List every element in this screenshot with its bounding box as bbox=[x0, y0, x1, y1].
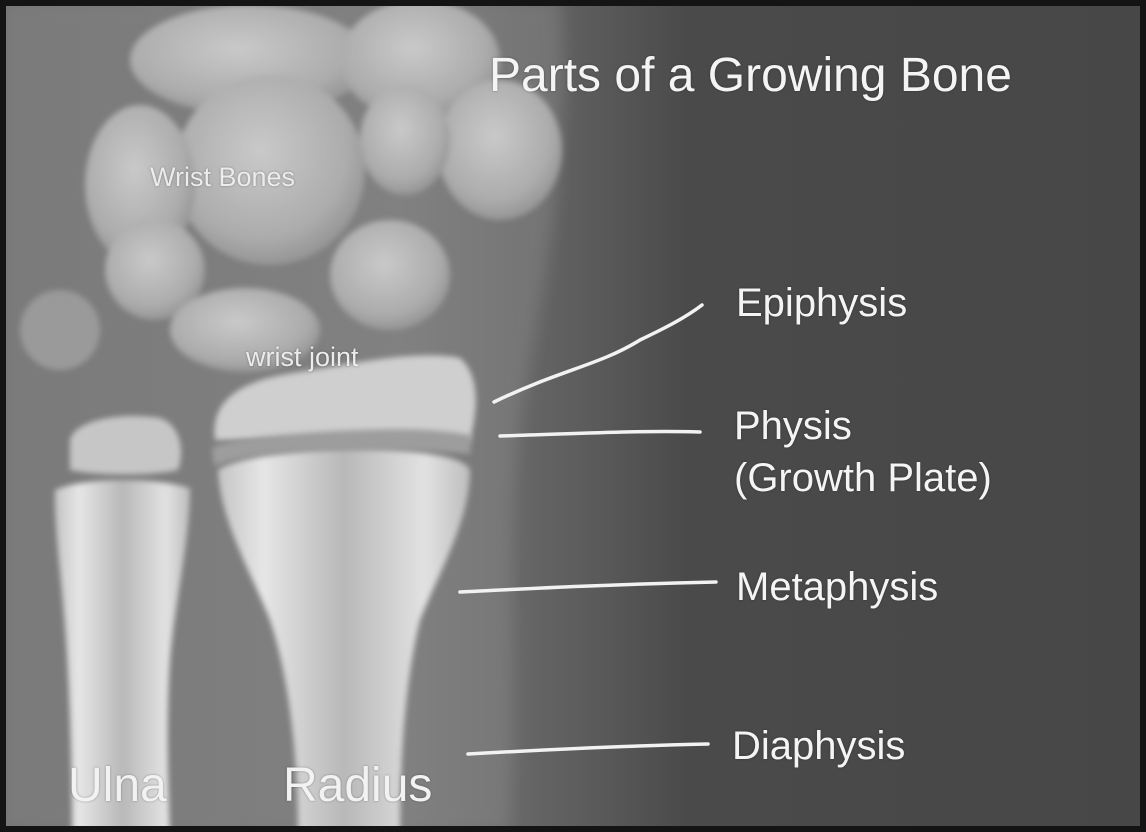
radius-label: Radius bbox=[283, 762, 432, 810]
epiphysis-label: Epiphysis bbox=[736, 283, 907, 323]
wrist-joint-label: wrist joint bbox=[246, 344, 359, 371]
diaphysis-label: Diaphysis bbox=[732, 726, 905, 766]
metaphysis-label: Metaphysis bbox=[736, 567, 938, 607]
physis-label: Physis bbox=[734, 406, 852, 446]
diagram-title: Parts of a Growing Bone bbox=[489, 52, 1012, 100]
ulna-label: Ulna bbox=[68, 762, 167, 810]
growth-plate-label: (Growth Plate) bbox=[734, 458, 992, 498]
wrist-bones-label: Wrist Bones bbox=[150, 164, 295, 191]
